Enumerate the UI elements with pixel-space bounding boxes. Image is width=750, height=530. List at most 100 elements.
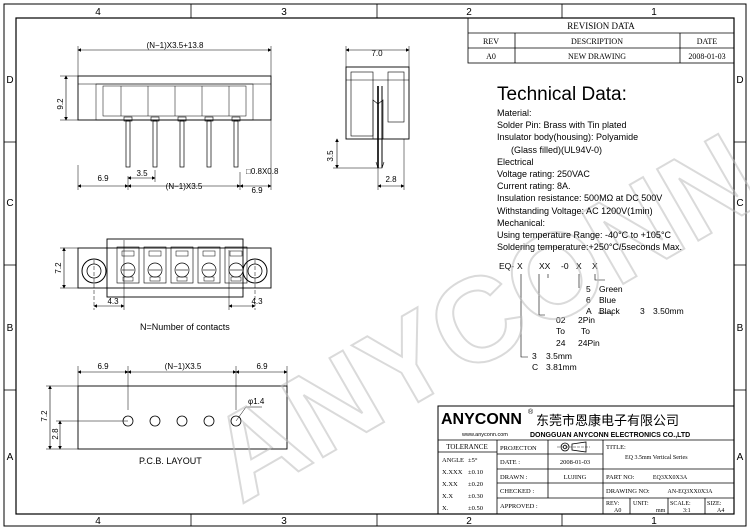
- zone-ticks: [4, 4, 746, 526]
- row-label: B: [737, 323, 744, 334]
- pin-code: 24: [556, 338, 566, 348]
- code-seg: X: [517, 261, 523, 271]
- tech-line: Insulator body(housing): Polyamide: [497, 132, 639, 143]
- partno-label: PART NO:: [606, 474, 635, 481]
- tol-val: ±0.50: [468, 505, 483, 512]
- dim-depth: 7.0: [371, 49, 383, 58]
- pcb-hole: [176, 415, 188, 427]
- solder-pin: [179, 120, 185, 168]
- col-label: 4: [95, 7, 101, 18]
- color-name: Green: [599, 284, 623, 294]
- pcb-dims: 6.9 (N−1)X3.5 6.9 7.2 2.8 φ1.4 P.C.B. LA…: [40, 362, 268, 466]
- dim-span: (N−1)X3.5: [166, 182, 203, 191]
- dim-pin-offset: 2.8: [385, 175, 397, 184]
- contact-tab: [230, 276, 242, 282]
- code-seg: EQ-: [499, 261, 514, 271]
- pcb-layout-label: P.C.B. LAYOUT: [139, 456, 202, 466]
- front-view-dims: 7.2 4.3 4.3 N=Number of contacts: [54, 262, 263, 332]
- row-label: D: [6, 75, 13, 86]
- color-code: A: [586, 306, 592, 316]
- color-name: Blue: [599, 295, 616, 305]
- title-label: TITLE:: [606, 444, 626, 451]
- brand-cn: 东莞市恩康电子有限公司: [536, 413, 679, 428]
- tol-key: X.XXX: [442, 469, 463, 476]
- approved-label: APPROVED :: [500, 503, 538, 510]
- code-seg: -0: [561, 261, 569, 271]
- tol-key: X.XX: [442, 481, 458, 488]
- brand: ANYCONN: [441, 411, 522, 428]
- tech-line: Voltage rating: 250VAC: [497, 169, 590, 180]
- inner-border: [15, 17, 735, 515]
- part-code: EQ- X XX -0 X X 5 Green 6 Blue A Black 3…: [499, 261, 684, 372]
- dim-pcb-height: 7.2: [40, 410, 49, 422]
- drawn-label: DRAWN :: [500, 474, 528, 481]
- row-label: A: [7, 452, 14, 463]
- size-label: SIZE:: [707, 501, 722, 507]
- zone-labels: 4 3 2 1 4 3 2 1 D C B A D C B A: [6, 7, 743, 527]
- wire-entry: [202, 250, 216, 257]
- revision-title: REVISION DATA: [567, 21, 635, 31]
- projection-label: PROJECTON: [500, 445, 537, 452]
- unit-value: mm: [656, 508, 666, 514]
- contact-tab: [203, 276, 215, 282]
- col-label: 2: [466, 7, 472, 18]
- pcb-hole: [230, 415, 242, 427]
- pcb-layout: [46, 366, 288, 450]
- dim-pcb-right: 6.9: [256, 362, 268, 371]
- tech-line: Solder Pin: Brass with Tin plated: [497, 120, 627, 131]
- checked-label: CHECKED :: [500, 488, 534, 495]
- scale-value: 3:1: [683, 508, 691, 514]
- solder-pin: [233, 120, 239, 168]
- title-block-text: ANYCONN ® 东莞市恩康电子有限公司 www.anyconn.com DO…: [441, 408, 724, 514]
- dim-pcb-span: (N−1)X3.5: [165, 362, 202, 371]
- tolerance-title: TOLERANCE: [446, 443, 487, 451]
- tech-line: Soldering temperature:+250°C/5seconds Ma…: [497, 242, 682, 253]
- col-label: 3: [281, 516, 287, 527]
- rev-value: A0: [486, 52, 496, 61]
- rev-header: REV: [483, 37, 499, 46]
- contact-cell: [116, 246, 140, 284]
- tech-line: Material:: [497, 108, 532, 118]
- front-view: [60, 238, 272, 310]
- col-label: 1: [651, 516, 657, 527]
- tech-line: Withstanding Voltage: AC 1200V(1min): [497, 205, 653, 216]
- drawingno-label: DRAWING NO:: [606, 488, 650, 495]
- technical-data: Technical Data: Material: Solder Pin: Br…: [497, 84, 682, 253]
- dim-pin-size: □0.8X0.8: [246, 167, 279, 176]
- contact-cell: [170, 246, 194, 284]
- wire-entry: [175, 250, 189, 257]
- side-view: [333, 46, 410, 190]
- row-label: D: [736, 75, 743, 86]
- technical-title: Technical Data:: [497, 84, 627, 105]
- color-code: 6: [586, 295, 591, 305]
- col-label: 3: [281, 7, 287, 18]
- date-label: DATE :: [500, 459, 520, 466]
- n-contacts-note: N=Number of contacts: [140, 322, 230, 332]
- col-label: 2: [466, 516, 472, 527]
- tol-key: X.X: [442, 493, 453, 500]
- side-view-dims: 7.0 3.5 2.8: [326, 49, 397, 184]
- contact-cell: [224, 246, 248, 284]
- col-label: 1: [651, 7, 657, 18]
- tech-line: Mechanical:: [497, 217, 546, 228]
- scale-label: SCALE:: [670, 501, 691, 507]
- wire-entry: [148, 250, 162, 257]
- dim-hole: φ1.4: [248, 397, 265, 406]
- tol-val: ±0.30: [468, 493, 483, 500]
- contact-tab: [176, 276, 188, 282]
- dim-total-width: (N−1)X3.5+13.8: [147, 41, 204, 50]
- dim-front-height: 7.2: [54, 262, 63, 274]
- solder-pin: [206, 120, 212, 168]
- tol-val: ±0.10: [468, 469, 483, 476]
- tech-line: (Glass filled)(UL94V-0): [511, 144, 603, 155]
- code-seg: X: [576, 261, 582, 271]
- row-label: C: [736, 198, 743, 209]
- contact-tab: [122, 276, 134, 282]
- series-code: 3: [532, 351, 537, 361]
- size-value: A4: [717, 508, 724, 514]
- wire-entry: [121, 250, 135, 257]
- series-value: 3.81mm: [546, 362, 577, 372]
- col-label: 4: [95, 516, 101, 527]
- tech-line: Using temperature Range: -40°C to +105°C: [497, 230, 672, 241]
